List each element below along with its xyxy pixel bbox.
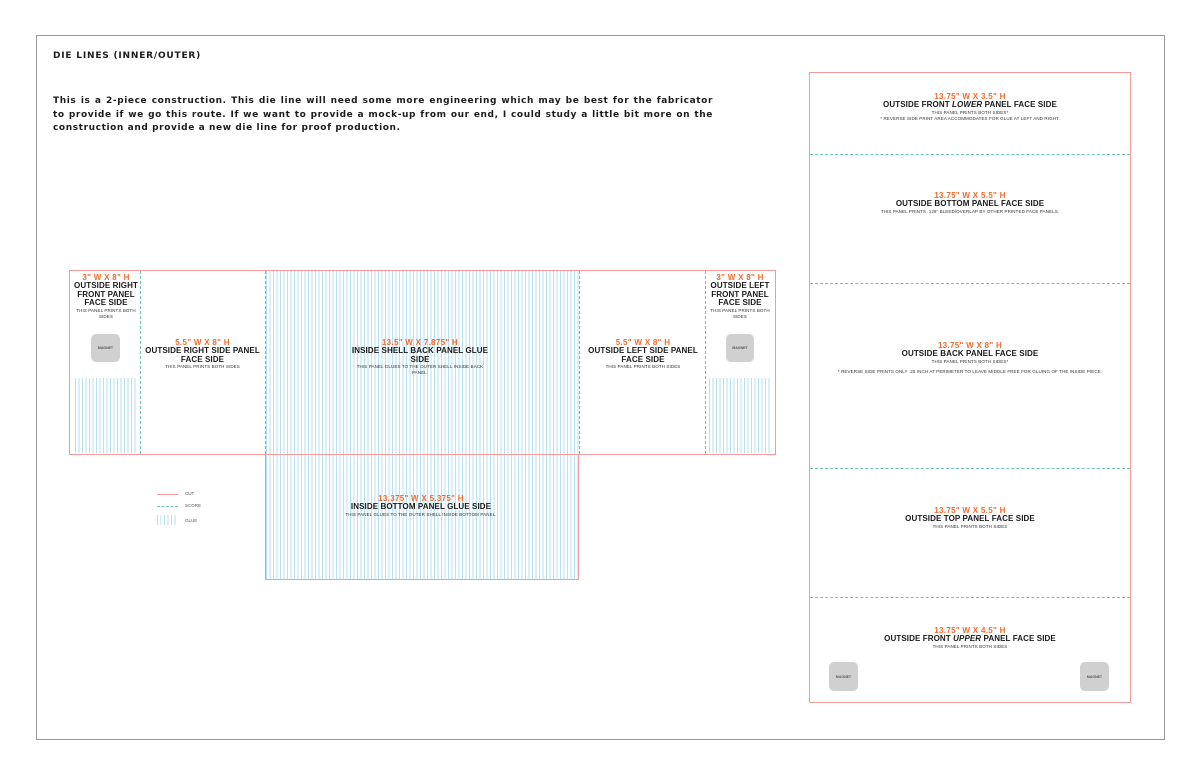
panel-inner-left-front: 3" W X 8" H OUTSIDE RIGHT FRONT PANEL FA… <box>72 273 140 320</box>
panel-name: OUTSIDE LEFT SIDE PANEL FACE SIDE <box>588 346 698 364</box>
panel-dimension: 13.75" W X 3.5" H <box>934 92 1006 101</box>
panel-dimension: 13.75" W X 5.5" H <box>934 506 1006 515</box>
score-line <box>579 271 580 454</box>
magnet-marker: MAGNET <box>91 334 120 362</box>
panel-name: OUTSIDE BACK PANEL FACE SIDE <box>901 349 1039 358</box>
glue-area-bottom <box>266 455 578 579</box>
panel-note: * REVERSE SIDE PRINTS ONLY .25 INCH AT P… <box>837 368 1103 374</box>
page-title: DIE LINES (INNER/OUTER) <box>53 51 202 61</box>
panel-inner-right-front: 3" W X 8" H OUTSIDE LEFT FRONT PANEL FAC… <box>707 273 773 320</box>
inner-dieline-strip <box>69 270 776 455</box>
panel-dimension: 13.5" W X 7.875" H <box>381 338 459 347</box>
legend-glue-swatch <box>157 515 178 525</box>
magnet-marker: MAGNET <box>1080 662 1109 691</box>
legend-glue-label: GLUE <box>185 518 198 523</box>
panel-name: OUTSIDE FRONT LOWER PANEL FACE SIDE <box>883 100 1057 109</box>
panel-name: OUTSIDE RIGHT FRONT PANEL FACE SIDE <box>74 281 138 307</box>
score-line <box>265 271 266 454</box>
panel-note: * REVERSE SIDE PRINT AREA ACCOMMODATES F… <box>880 115 1060 121</box>
panel-note: THIS PANEL GLUES TO THE OUTER SHELL INSI… <box>356 364 484 375</box>
artboard <box>36 35 1165 740</box>
panel-note: THIS PANEL PRINTS BOTH SIDES <box>165 364 240 369</box>
panel-note: THIS PANEL PRINTS BOTH SIDES <box>932 523 1008 529</box>
score-line <box>705 271 706 454</box>
panel-inner-right-side: 5.5" W X 8" H OUTSIDE RIGHT SIDE PANEL F… <box>145 338 260 370</box>
panel-dimension: 13.75" W X 4.5" H <box>934 626 1006 635</box>
panel-note: THIS PANEL PRINTS .125" BLEED/OVERLAP BY… <box>880 208 1060 214</box>
panel-dimension: 13.375" W X 5.375" H <box>378 494 464 503</box>
legend-cut-label: CUT <box>185 491 195 496</box>
score-line <box>810 154 1130 155</box>
panel-dimension: 3" W X 8" H <box>82 273 130 282</box>
inner-dieline-bottom <box>265 454 579 580</box>
panel-note: THIS PANEL PRINTS BOTH SIDES* <box>931 109 1009 115</box>
magnet-marker: MAGNET <box>726 334 754 362</box>
panel-name: OUTSIDE FRONT UPPER PANEL FACE SIDE <box>884 634 1056 643</box>
panel-note: THIS PANEL PRINTS BOTH SIDES* <box>931 358 1009 364</box>
glue-area-right-flap <box>709 378 771 453</box>
panel-name: OUTSIDE RIGHT SIDE PANEL FACE SIDE <box>145 346 260 364</box>
panel-outer-back: 13.75" W X 8" H OUTSIDE BACK PANEL FACE … <box>830 341 1110 375</box>
panel-name: INSIDE SHELL BACK PANEL GLUE SIDE <box>351 346 489 364</box>
panel-note: THIS PANEL PRINTS BOTH SIDES <box>76 307 136 319</box>
panel-inner-back: 13.5" W X 7.875" H INSIDE SHELL BACK PAN… <box>350 338 490 376</box>
panel-note: THIS PANEL PRINTS BOTH SIDES <box>932 643 1008 649</box>
glue-area-back <box>266 271 579 454</box>
panel-inner-left-side: 5.5" W X 8" H OUTSIDE LEFT SIDE PANEL FA… <box>587 338 699 370</box>
panel-dimension: 13.75" W X 5.5" H <box>934 191 1006 200</box>
score-line <box>810 283 1130 284</box>
panel-outer-front-upper: 13.75" W X 4.5" H OUTSIDE FRONT UPPER PA… <box>830 626 1110 650</box>
panel-dimension: 3" W X 8" H <box>716 273 764 282</box>
glue-area-left-flap <box>75 378 138 453</box>
panel-dimension: 13.75" W X 8" H <box>937 341 1003 350</box>
panel-outer-bottom: 13.75" W X 5.5" H OUTSIDE BOTTOM PANEL F… <box>830 191 1110 215</box>
panel-dimension: 5.5" W X 8" H <box>175 338 230 347</box>
magnet-marker: MAGNET <box>829 662 858 691</box>
panel-name: OUTSIDE TOP PANEL FACE SIDE <box>905 514 1035 523</box>
legend-score-label: SCORE <box>185 503 202 508</box>
description-text: This is a 2-piece construction. This die… <box>53 96 713 133</box>
panel-note: THIS PANEL PRINTS BOTH SIDES <box>605 364 681 369</box>
panel-note: THIS PANEL GLUES TO THE OUTER SHELL INSI… <box>345 511 497 517</box>
score-line <box>810 597 1130 598</box>
panel-name: OUTSIDE LEFT FRONT PANEL FACE SIDE <box>710 281 770 307</box>
panel-outer-front-lower: 13.75" W X 3.5" H OUTSIDE FRONT LOWER PA… <box>830 92 1110 122</box>
panel-name: OUTSIDE BOTTOM PANEL FACE SIDE <box>895 199 1045 208</box>
score-line <box>140 271 141 454</box>
panel-note: THIS PANEL PRINTS BOTH SIDES <box>710 307 770 319</box>
panel-inner-bottom: 13.375" W X 5.375" H INSIDE BOTTOM PANEL… <box>340 494 502 518</box>
panel-outer-top: 13.75" W X 5.5" H OUTSIDE TOP PANEL FACE… <box>830 506 1110 530</box>
outer-dieline <box>809 72 1131 703</box>
legend-score-swatch <box>157 506 178 507</box>
panel-dimension: 5.5" W X 8" H <box>615 338 671 347</box>
score-line <box>810 468 1130 469</box>
panel-name: INSIDE BOTTOM PANEL GLUE SIDE <box>350 502 492 511</box>
legend-cut-swatch <box>157 494 178 495</box>
